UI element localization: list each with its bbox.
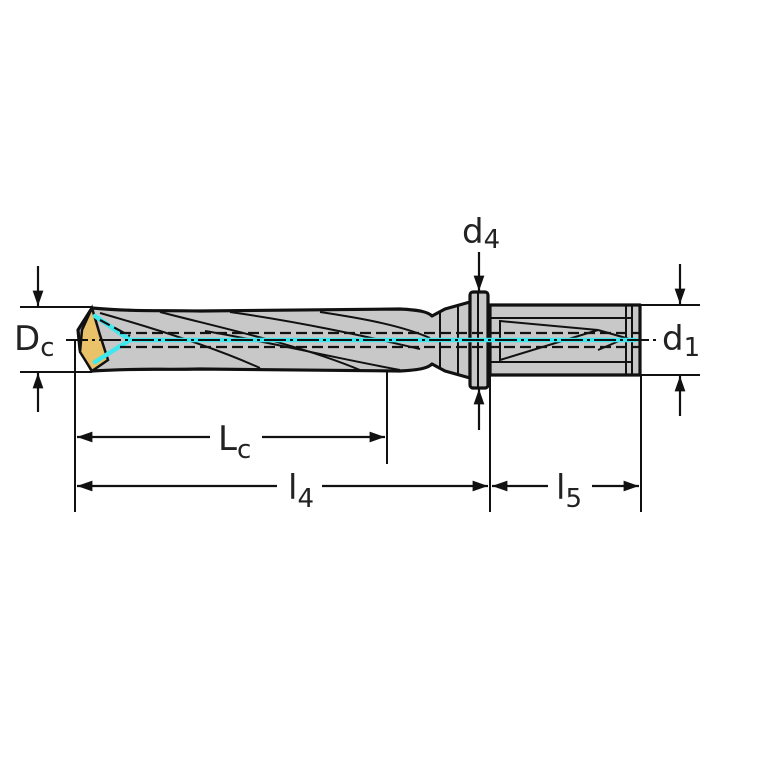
dim-d1: d1 [662, 264, 700, 416]
label-d1: d1 [662, 319, 700, 363]
dim-Dc: Dc [14, 266, 54, 412]
dim-Lc: Lc [77, 419, 385, 465]
dim-d4: d4 [462, 212, 500, 430]
label-Lc: Lc [218, 419, 251, 465]
extension-lines [20, 304, 700, 512]
label-d4: d4 [462, 212, 500, 255]
dim-l4: l4 [77, 468, 488, 514]
label-Dc: Dc [14, 319, 54, 363]
label-l4: l4 [288, 468, 314, 514]
dim-l5: l5 [492, 468, 639, 514]
label-l5: l5 [556, 468, 582, 514]
